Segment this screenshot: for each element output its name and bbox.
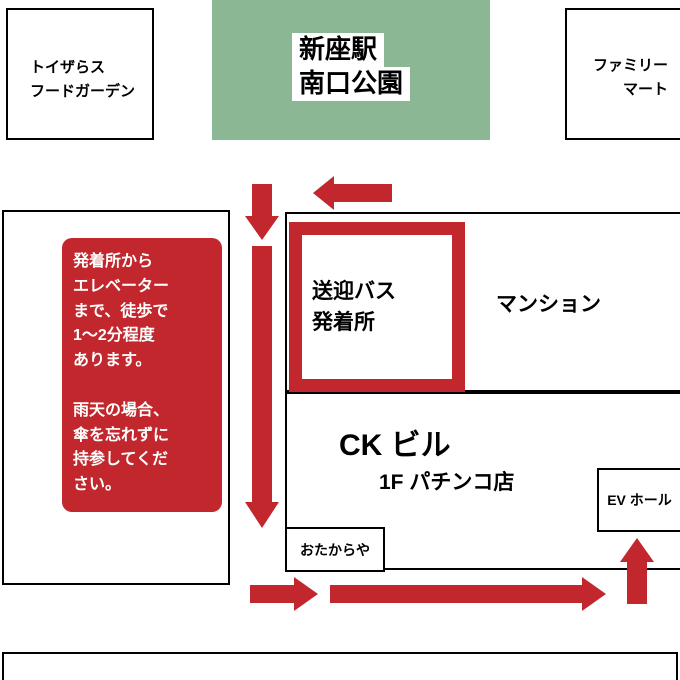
route-arrow-right-long-icon [330,577,606,611]
park-label-line2: 南口公園 [292,66,411,101]
building-family-mart: ファミリー マート [565,8,680,140]
walking-time-note: 発着所から エレベーター まで、徒歩で 1〜2分程度 あります。 雨天の場合、 … [62,238,222,512]
park-label: 新座駅 南口公園 [292,33,411,101]
bus-stop-label: 送迎バス 発着所 [312,279,396,335]
building-family-mart-label: ファミリー マート [592,57,668,98]
park-label-line1: 新座駅 [292,33,385,67]
route-arrow-right-short-icon [250,577,318,611]
building-otakaraya: おたからや [285,527,385,572]
route-arrow-left-icon [313,176,392,210]
building-ck-name: CK ビル [339,429,451,462]
park-area: 新座駅 南口公園 [212,0,490,140]
bus-stop-box: 送迎バス 発着所 [289,222,465,392]
route-arrow-down-long-icon [245,246,279,528]
building-ck-floor: 1F パチンコ店 [379,471,515,494]
ev-hall-label: EV ホール [607,492,672,508]
bottom-strip-block [2,652,678,680]
building-toysrus-food-garden: トイザらス フードガーデン [6,8,154,140]
building-otakaraya-label: おたからや [300,541,370,558]
building-mansion-label: マンション [496,293,601,316]
ev-hall-box: EV ホール [597,468,680,532]
route-arrow-down-short-icon [245,184,279,240]
building-toysrus-food-garden-label: トイザらス フードガーデン [30,59,136,100]
